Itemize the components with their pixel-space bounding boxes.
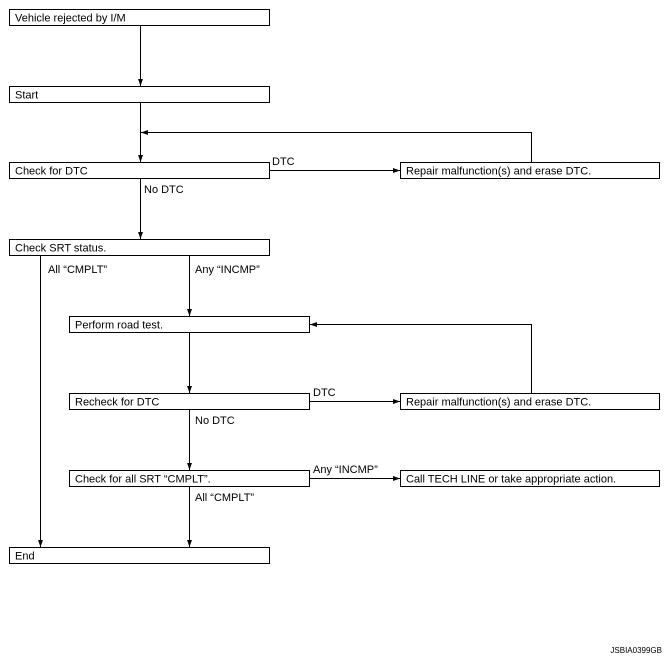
edge-label-any-incmp-1: Any “INCMP” <box>195 264 260 276</box>
node-recheck-dtc-label: Recheck for DTC <box>75 397 159 409</box>
figure-code: JSBIA0399GB <box>610 646 662 655</box>
node-repair-2: Repair malfunction(s) and erase DTC. <box>400 393 660 410</box>
node-check-dtc: Check for DTC <box>9 162 270 179</box>
node-start: Start <box>9 86 270 103</box>
edge-label-no-dtc-1: No DTC <box>144 184 184 196</box>
node-vehicle-rejected-label: Vehicle rejected by I/M <box>15 13 126 25</box>
node-check-srt: Check SRT status. <box>9 239 270 256</box>
node-check-all-srt: Check for all SRT “CMPLT”. <box>69 470 310 487</box>
edge-label-any-incmp-2: Any “INCMP” <box>313 464 378 476</box>
node-start-label: Start <box>15 90 38 102</box>
edge-label-dtc-2: DTC <box>313 387 336 399</box>
edge-label-all-cmplt-1: All “CMPLT” <box>48 264 107 276</box>
node-repair-1: Repair malfunction(s) and erase DTC. <box>400 162 660 179</box>
node-check-srt-label: Check SRT status. <box>15 243 106 255</box>
edge-label-no-dtc-2: No DTC <box>195 415 235 427</box>
node-call-tech-line-label: Call TECH LINE or take appropriate actio… <box>406 474 616 486</box>
node-end-label: End <box>15 551 35 563</box>
arrow-repair-1-loop-back <box>141 130 532 162</box>
node-check-all-srt-label: Check for all SRT “CMPLT”. <box>75 474 211 486</box>
node-perform-road-test-label: Perform road test. <box>75 320 163 332</box>
node-end: End <box>9 547 270 564</box>
node-perform-road-test: Perform road test. <box>69 316 310 333</box>
node-check-dtc-label: Check for DTC <box>15 166 88 178</box>
node-repair-2-label: Repair malfunction(s) and erase DTC. <box>406 397 591 409</box>
arrow-repair-2-loop-back <box>310 322 532 393</box>
node-recheck-dtc: Recheck for DTC <box>69 393 310 410</box>
edge-label-dtc-1: DTC <box>272 156 295 168</box>
edge-label-all-cmplt-2: All “CMPLT” <box>195 492 254 504</box>
node-vehicle-rejected: Vehicle rejected by I/M <box>9 9 270 26</box>
node-repair-1-label: Repair malfunction(s) and erase DTC. <box>406 166 591 178</box>
node-call-tech-line: Call TECH LINE or take appropriate actio… <box>400 470 660 487</box>
